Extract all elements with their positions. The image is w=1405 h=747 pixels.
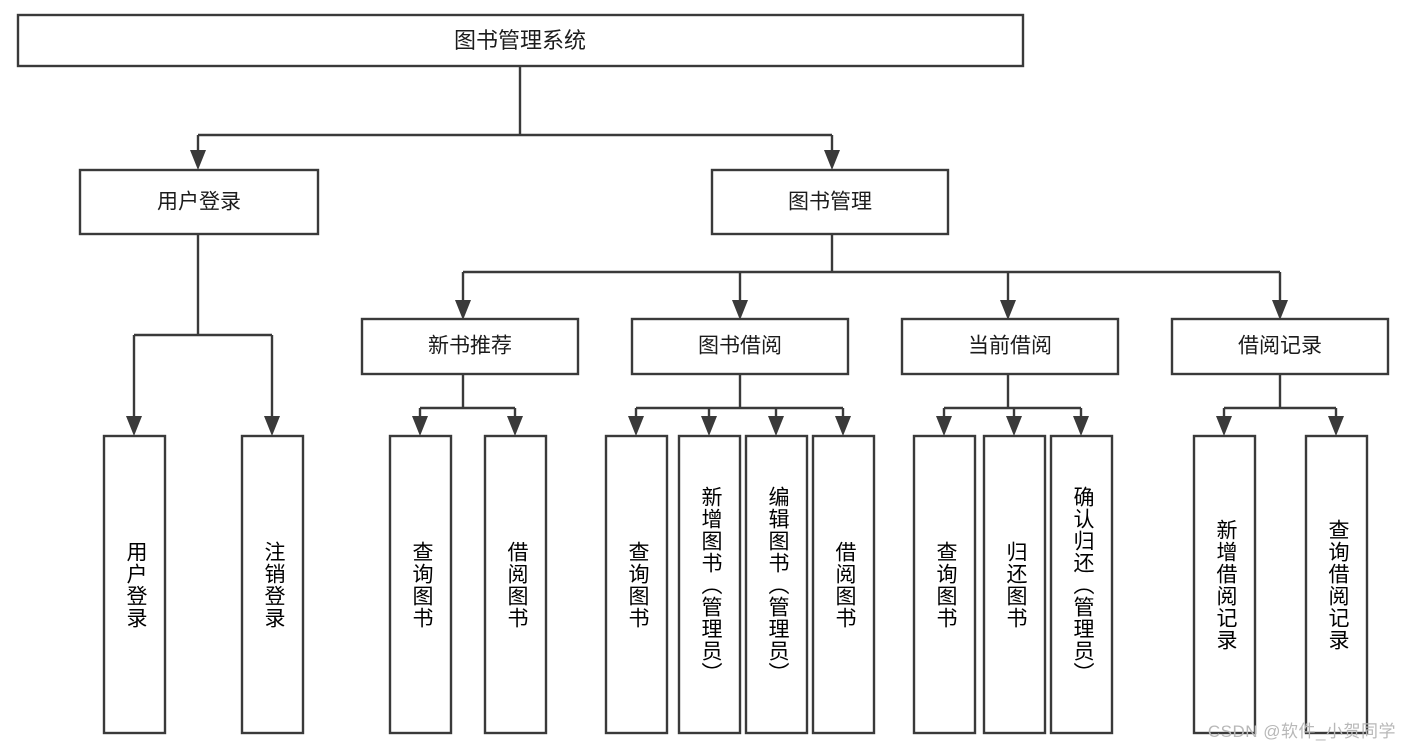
connector-group-borrow-record — [1216, 374, 1344, 436]
node-book-borrow-box[interactable] — [630, 317, 850, 376]
arrow-head-bb-leaf-3 — [835, 416, 851, 436]
leaf-group-user-login — [102, 434, 305, 735]
node-book-manage-label: 图书管理 — [788, 191, 872, 214]
node-new-book-recommend-label: 新书推荐 — [428, 335, 512, 358]
arrow-head-nbr-leaf-0 — [412, 416, 428, 436]
leaf-group-current-borrow — [912, 434, 1114, 735]
arrow-head-bb-leaf-0 — [628, 416, 644, 436]
node-new-book-recommend[interactable]: 新书推荐 — [360, 317, 580, 376]
leaf-box-user-login-1[interactable] — [240, 434, 305, 735]
arrow-head-cb-leaf-1 — [1006, 416, 1022, 436]
leaf-box-user-login-0[interactable] — [102, 434, 167, 735]
node-current-borrow-label: 当前借阅 — [968, 335, 1052, 358]
arrow-head-l3-2 — [1000, 300, 1016, 320]
leaf-box-nbr-0[interactable] — [388, 434, 453, 735]
leaf-box-br-0[interactable] — [1192, 434, 1257, 735]
leaf-box-bb-0[interactable] — [604, 434, 669, 735]
connector-group-book-borrow — [628, 374, 851, 436]
leaf-box-bb-3[interactable] — [811, 434, 876, 735]
arrow-head-user-login — [190, 150, 206, 170]
node-user-login-box[interactable] — [78, 168, 320, 236]
connector-group-current-borrow — [936, 374, 1089, 436]
arrow-head-cb-leaf-2 — [1073, 416, 1089, 436]
connector-group-book-manage — [455, 234, 1288, 320]
arrow-head-bb-leaf-2 — [768, 416, 784, 436]
node-current-borrow-box[interactable] — [900, 317, 1120, 376]
node-borrow-record-label: 借阅记录 — [1238, 335, 1322, 358]
node-borrow-record-box[interactable] — [1170, 317, 1390, 376]
node-root-box[interactable] — [16, 13, 1025, 68]
watermark: CSDN @软件_小贺同学 — [1207, 722, 1396, 741]
leaf-box-cb-2[interactable] — [1049, 434, 1114, 735]
arrow-head-user-login-leaf-1 — [264, 416, 280, 436]
leaf-box-cb-0[interactable] — [912, 434, 977, 735]
arrow-head-l3-3 — [1272, 300, 1288, 320]
connector-group-user-login — [126, 234, 280, 436]
node-book-manage-box[interactable] — [710, 168, 950, 236]
arrow-head-br-leaf-0 — [1216, 416, 1232, 436]
leaf-group-book-borrow — [604, 434, 876, 735]
arrow-head-br-leaf-1 — [1328, 416, 1344, 436]
arrow-head-user-login-leaf-0 — [126, 416, 142, 436]
connector-group-new-book-recommend — [412, 374, 523, 436]
leaf-box-bb-2[interactable] — [744, 434, 809, 735]
node-book-borrow-label: 图书借阅 — [698, 335, 782, 358]
arrow-head-nbr-leaf-1 — [507, 416, 523, 436]
node-root-label: 图书管理系统 — [454, 28, 586, 53]
arrow-head-l3-1 — [732, 300, 748, 320]
leaf-box-bb-1[interactable] — [677, 434, 742, 735]
node-new-book-recommend-box[interactable] — [360, 317, 580, 376]
leaf-group-new-book-recommend — [388, 434, 548, 735]
node-borrow-record[interactable]: 借阅记录 — [1170, 317, 1390, 376]
leaf-group-borrow-record — [1192, 434, 1369, 735]
leaf-box-nbr-1[interactable] — [483, 434, 548, 735]
arrow-head-l3-0 — [455, 300, 471, 320]
arrow-head-book-manage — [824, 150, 840, 170]
connector-group-root — [190, 66, 840, 170]
node-book-manage[interactable]: 图书管理 — [710, 168, 950, 236]
arrow-head-cb-leaf-0 — [936, 416, 952, 436]
node-user-login[interactable]: 用户登录 — [78, 168, 320, 236]
node-current-borrow[interactable]: 当前借阅 — [900, 317, 1120, 376]
node-user-login-label: 用户登录 — [157, 191, 241, 214]
arrow-head-bb-leaf-1 — [701, 416, 717, 436]
node-book-borrow[interactable]: 图书借阅 — [630, 317, 850, 376]
node-root[interactable]: 图书管理系统 — [16, 13, 1025, 68]
leaf-box-br-1[interactable] — [1304, 434, 1369, 735]
leaf-box-cb-1[interactable] — [982, 434, 1047, 735]
